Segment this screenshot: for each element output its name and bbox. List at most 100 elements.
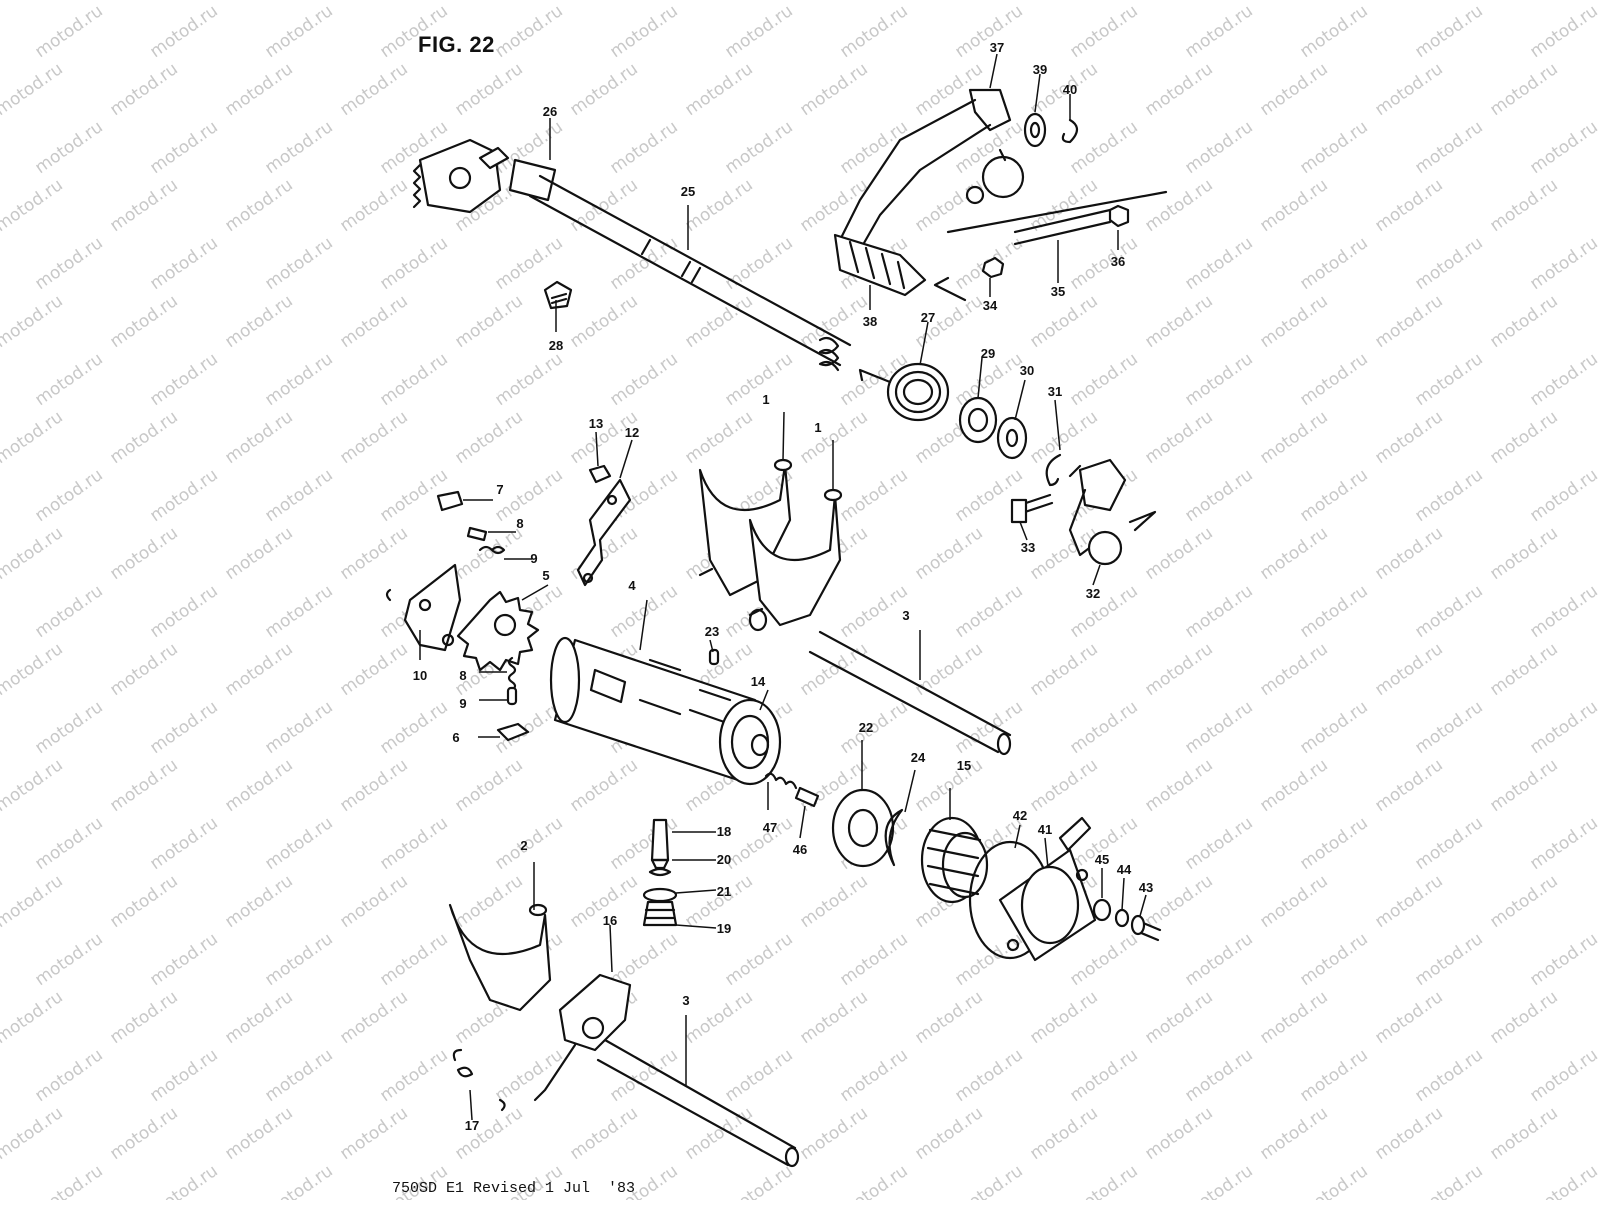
callout-label: 33 [1021, 540, 1035, 555]
watermark-text: motod.ru [1526, 349, 1600, 410]
callout-label: 40 [1063, 82, 1077, 97]
watermark-text: motod.ru [566, 291, 641, 352]
watermark-text: motod.ru [681, 407, 756, 468]
watermark-text: motod.ru [951, 1161, 1026, 1200]
watermark-text: motod.ru [376, 929, 451, 990]
callout-label: 2 [520, 838, 527, 853]
watermark-text: motod.ru [451, 871, 526, 932]
watermark-text: motod.ru [146, 581, 221, 642]
watermark-text: motod.ru [0, 59, 67, 120]
watermark-text: motod.ru [606, 813, 681, 874]
watermark-text: motod.ru [451, 0, 526, 4]
watermark-text: motod.ru [106, 639, 181, 700]
watermark-text: motod.ru [951, 581, 1026, 642]
watermark-text: motod.ru [796, 407, 871, 468]
watermark-text: motod.ru [146, 1, 221, 62]
watermark-text: motod.ru [336, 291, 411, 352]
watermark-text: motod.ru [146, 1161, 221, 1200]
callout-label: 23 [705, 624, 719, 639]
watermark-text: motod.ru [951, 1045, 1026, 1106]
watermark-text: motod.ru [796, 175, 871, 236]
watermark-text: motod.ru [336, 407, 411, 468]
callout-label: 13 [589, 416, 603, 431]
watermark-text: motod.ru [1411, 465, 1486, 526]
watermark-text: motod.ru [1141, 523, 1216, 584]
watermark-text: motod.ru [1296, 117, 1371, 178]
watermark-text: motod.ru [721, 1161, 796, 1200]
watermark-text: motod.ru [261, 349, 336, 410]
watermark-text: motod.ru [1486, 407, 1561, 468]
watermark-text: motod.ru [106, 407, 181, 468]
watermark-text: motod.ru [951, 697, 1026, 758]
watermark-text: motod.ru [221, 291, 296, 352]
washers-and-screw [1092, 898, 1162, 942]
watermark-text: motod.ru [491, 1, 566, 62]
watermark-text: motod.ru [1526, 233, 1600, 294]
watermark-text: motod.ru [1181, 813, 1256, 874]
watermark-text: motod.ru [146, 117, 221, 178]
watermark-text: motod.ru [911, 0, 986, 4]
bearing-washer-clip [958, 396, 1062, 487]
watermark-text: motod.ru [1371, 59, 1446, 120]
watermark-text: motod.ru [1256, 407, 1331, 468]
watermark-text: motod.ru [1296, 1, 1371, 62]
watermark-text: motod.ru [1526, 117, 1600, 178]
callout-label: 24 [911, 750, 926, 765]
watermark-text: motod.ru [1526, 813, 1600, 874]
watermark-text: motod.ru [1526, 1161, 1600, 1200]
gearshift-cam-drum [549, 636, 782, 786]
watermark-text: motod.ru [1526, 581, 1600, 642]
watermark-text: motod.ru [221, 175, 296, 236]
watermark-text: motod.ru [836, 1, 911, 62]
gearshift-shaft [412, 138, 852, 372]
watermark-text: motod.ru [721, 1045, 796, 1106]
callout-label: 9 [530, 551, 537, 566]
watermark-text: motod.ru [451, 407, 526, 468]
watermark-text: motod.ru [0, 291, 67, 352]
watermark-text: motod.ru [836, 697, 911, 758]
callout-label: 47 [763, 820, 777, 835]
watermark-text: motod.ru [1066, 929, 1141, 990]
watermark-text: motod.ru [451, 755, 526, 816]
watermark-text: motod.ru [376, 813, 451, 874]
callout-label: 41 [1038, 822, 1052, 837]
callout-label: 39 [1033, 62, 1047, 77]
watermark-text: motod.ru [1486, 755, 1561, 816]
linkage-rod [933, 190, 1168, 302]
watermark-text: motod.ru [1256, 291, 1331, 352]
watermark-text: motod.ru [1526, 1045, 1600, 1106]
watermark-text: motod.ru [1066, 1045, 1141, 1106]
watermark-text: motod.ru [1181, 581, 1256, 642]
watermark-text: motod.ru [721, 813, 796, 874]
watermark-text: motod.ru [221, 871, 296, 932]
watermark-text: motod.ru [1256, 755, 1331, 816]
watermark-text: motod.ru [1296, 349, 1371, 410]
callout-label: 45 [1095, 852, 1109, 867]
watermark-text: motod.ru [796, 871, 871, 932]
watermark-text: motod.ru [0, 639, 67, 700]
watermark-text: motod.ru [146, 813, 221, 874]
watermark-text: motod.ru [606, 1045, 681, 1106]
watermark-text: motod.ru [836, 465, 911, 526]
watermark-text: motod.ru [1411, 929, 1486, 990]
watermark-text: motod.ru [1371, 755, 1446, 816]
watermark-text: motod.ru [606, 1, 681, 62]
watermark-text: motod.ru [1256, 175, 1331, 236]
callout-label: 6 [452, 730, 459, 745]
watermark-text: motod.ru [106, 0, 181, 4]
watermark-text: motod.ru [146, 465, 221, 526]
watermark-text: motod.ru [566, 0, 641, 4]
watermark-text: motod.ru [146, 1045, 221, 1106]
watermark-text: motod.ru [261, 117, 336, 178]
callout-label: 8 [516, 516, 523, 531]
watermark-text: motod.ru [491, 349, 566, 410]
watermark-text: motod.ru [1411, 581, 1486, 642]
watermark-text: motod.ru [0, 987, 67, 1048]
callout-label: 26 [543, 104, 557, 119]
watermark-text: motod.ru [1066, 1, 1141, 62]
watermark-text: motod.ru [31, 233, 106, 294]
figure-title: FIG. 22 [418, 32, 495, 57]
callout-label: 5 [542, 568, 549, 583]
watermark-text: motod.ru [146, 929, 221, 990]
